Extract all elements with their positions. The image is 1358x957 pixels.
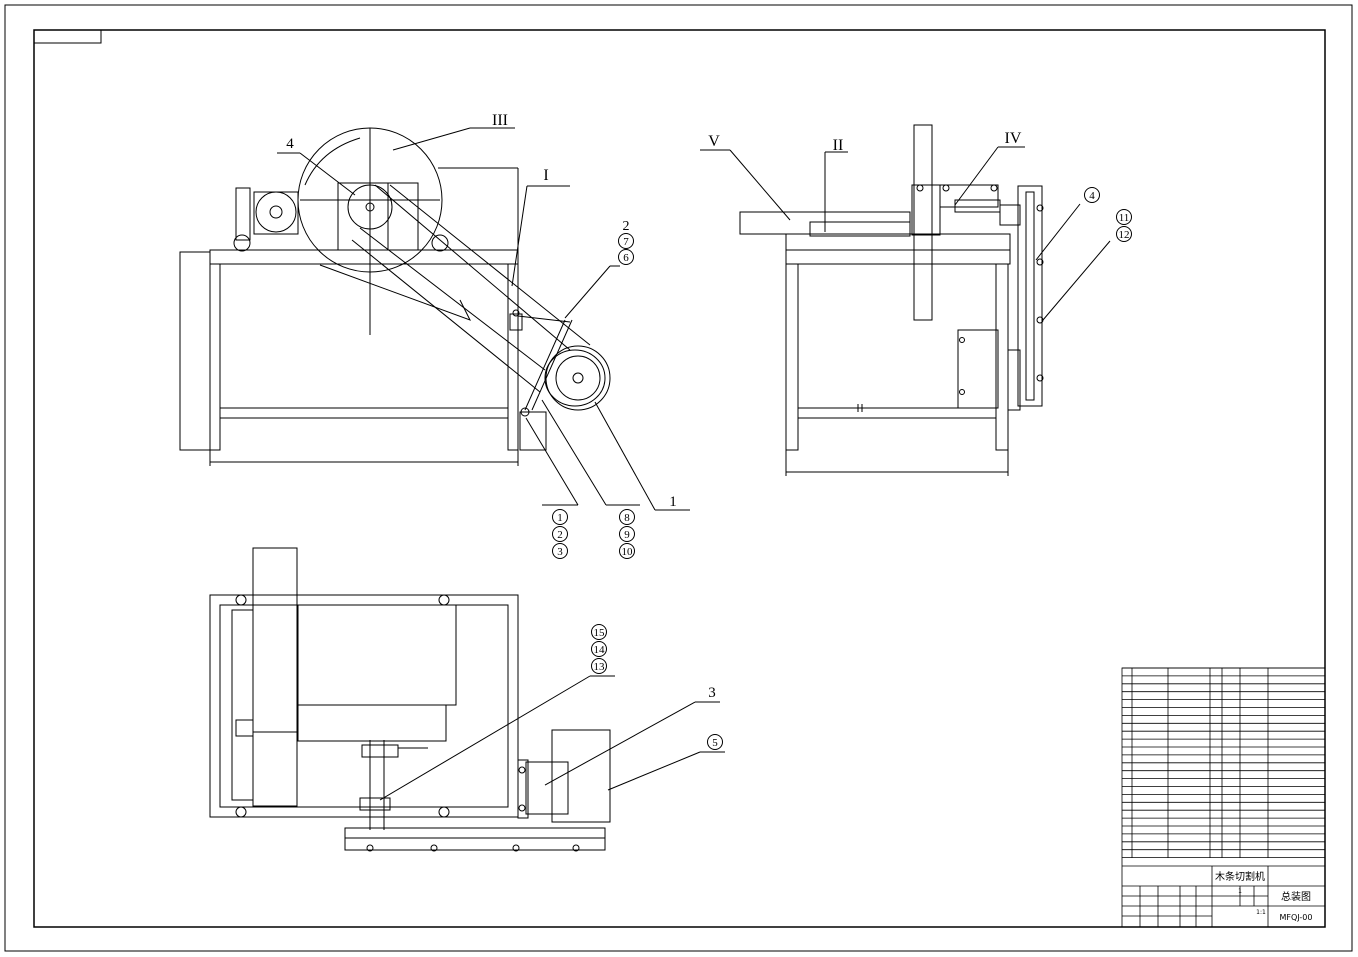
svg-text:3: 3: [557, 546, 563, 558]
front-view: [179, 127, 611, 466]
svg-text:12: 12: [1119, 229, 1130, 241]
balloon-12: 12: [1116, 226, 1132, 242]
svg-text:11: 11: [1119, 212, 1130, 224]
sheet-count: 1: [1238, 888, 1242, 895]
top-view-leaders: [379, 675, 725, 801]
drawing-number: MFQJ-00: [1280, 913, 1313, 922]
side-view: [739, 124, 1044, 476]
label-part-3-top: 3: [708, 685, 716, 701]
balloons: 2 7 6 1 2 3 8 9: [552, 187, 1132, 750]
title-block-text: 木条切割机 总装图 MFQJ-00 1:1 1: [1215, 870, 1312, 922]
balloon-2: 2: [552, 526, 568, 542]
machine-name: 木条切割机: [1215, 870, 1265, 883]
balloon-6: 6: [618, 249, 634, 265]
top-view: [209, 547, 611, 852]
svg-text:10: 10: [622, 546, 634, 558]
front-view-leaders: [277, 127, 690, 511]
svg-text:2: 2: [557, 529, 563, 541]
balloon-3: 3: [552, 543, 568, 559]
drawing-scale: 1:1: [1256, 909, 1266, 916]
svg-text:14: 14: [594, 644, 606, 656]
drawing-name: 总装图: [1281, 890, 1311, 903]
balloon-8: 8: [619, 509, 635, 525]
svg-text:2: 2: [623, 219, 630, 234]
label-roman-III: III: [492, 112, 508, 129]
balloon-13: 13: [591, 658, 607, 674]
label-roman-V: V: [708, 133, 720, 150]
side-view-leaders: [700, 146, 1111, 321]
arabic-labels: 4 1 3: [286, 136, 716, 701]
balloon-1: 1: [552, 509, 568, 525]
balloon-14: 14: [591, 641, 607, 657]
label-part-4-front: 4: [286, 136, 294, 152]
balloon-5: 5: [707, 734, 723, 750]
title-block: [1121, 667, 1326, 928]
label-roman-II: II: [833, 137, 844, 154]
balloon-15: 15: [591, 624, 607, 640]
roman-labels: III I V II IV: [492, 112, 1022, 184]
balloon-2-top: 2: [623, 219, 630, 234]
parts-list: [1122, 667, 1325, 858]
balloon-9: 9: [619, 526, 635, 542]
svg-text:9: 9: [624, 529, 630, 541]
label-roman-I: I: [543, 167, 548, 184]
svg-text:15: 15: [594, 627, 606, 639]
label-part-1-front: 1: [669, 494, 677, 510]
balloon-4-side: 4: [1084, 187, 1100, 203]
svg-text:5: 5: [712, 737, 718, 749]
svg-text:1: 1: [557, 512, 563, 524]
svg-text:6: 6: [623, 252, 629, 264]
balloon-11: 11: [1116, 209, 1132, 225]
sheet-frame: [4, 4, 1353, 952]
svg-text:7: 7: [623, 236, 629, 248]
svg-text:13: 13: [594, 661, 606, 673]
label-roman-IV: IV: [1005, 130, 1022, 147]
svg-text:8: 8: [624, 512, 630, 524]
balloon-10: 10: [619, 543, 635, 559]
balloon-7: 7: [618, 233, 634, 249]
svg-text:4: 4: [1089, 190, 1095, 202]
